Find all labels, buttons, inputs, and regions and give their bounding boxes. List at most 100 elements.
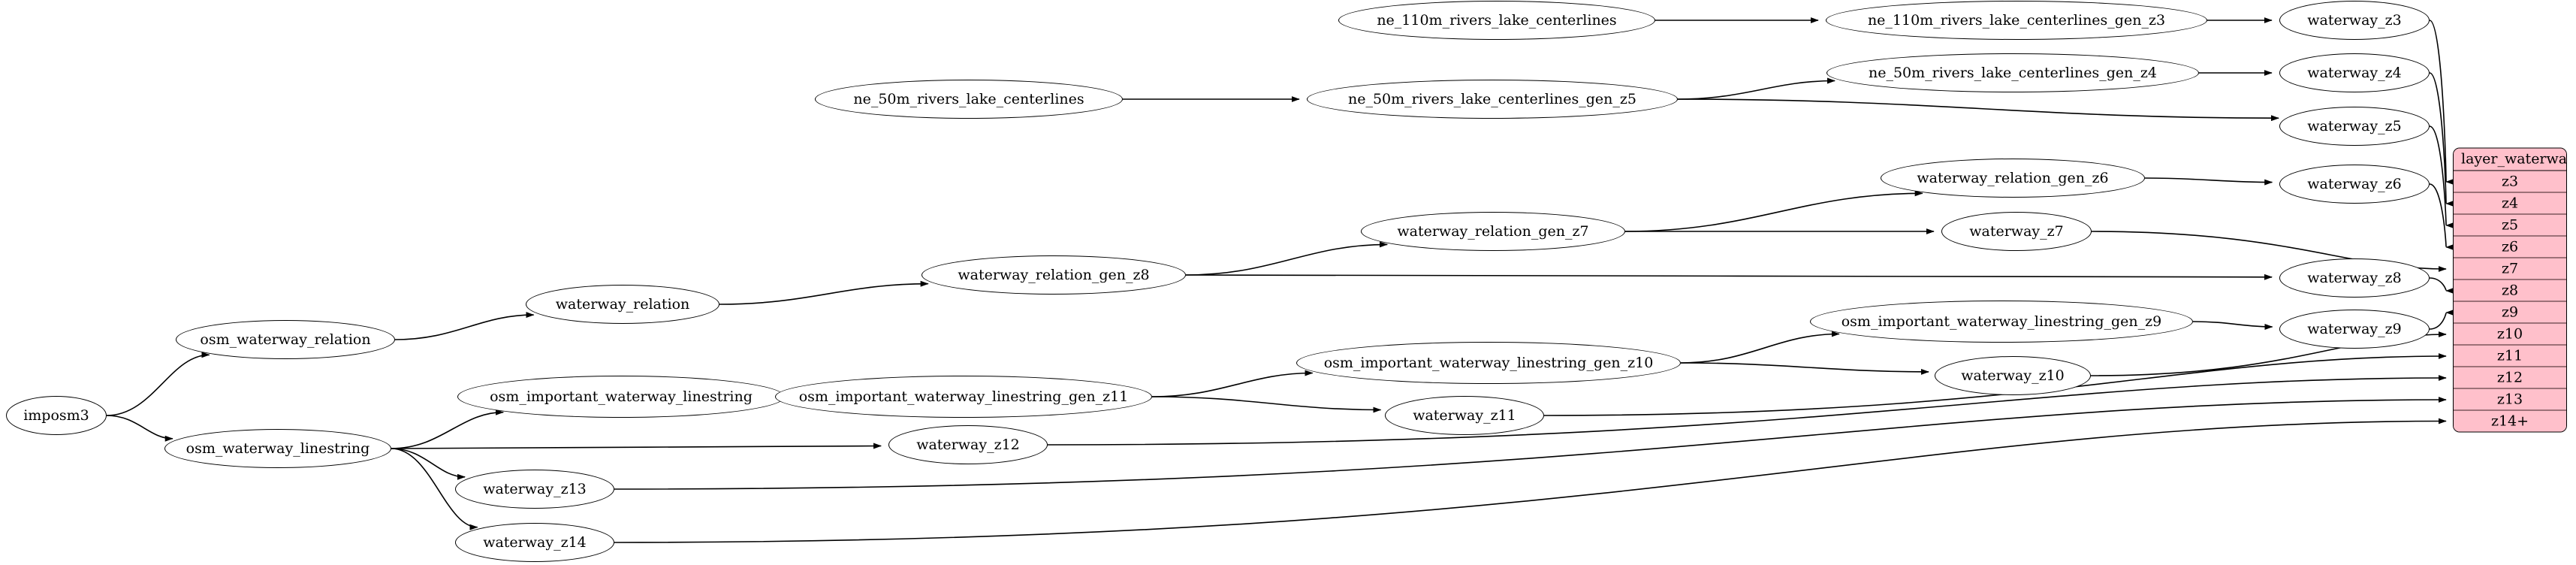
graph-node-osm_important_waterway_linestring[interactable]: osm_important_waterway_linestring [457, 376, 785, 418]
graph-node-ne_50m_rivers_lake_centerlines[interactable]: ne_50m_rivers_lake_centerlines [815, 80, 1123, 119]
node-label: waterway_z9 [2307, 320, 2402, 337]
edge-waterway_z9-to-layer_waterway-z9 [2429, 310, 2454, 330]
edge-waterway_relation_gen_z8-to-waterway_z8 [1185, 273, 2273, 280]
node-ellipse-icon [2279, 258, 2430, 298]
table-row-z8[interactable]: z8 [2454, 279, 2566, 302]
node-label: waterway_relation_gen_z8 [958, 266, 1150, 283]
node-label: ne_110m_rivers_lake_centerlines [1377, 11, 1617, 29]
graph-node-waterway_relation_gen_z6[interactable]: waterway_relation_gen_z6 [1881, 159, 2145, 198]
graph-node-ne_110m_rivers_lake_centerlines[interactable]: ne_110m_rivers_lake_centerlines [1338, 1, 1655, 40]
table-row-z11[interactable]: z11 [2454, 345, 2566, 367]
edge-osm_waterway_relation-to-waterway_relation [394, 312, 535, 340]
graph-node-waterway_z9[interactable]: waterway_z9 [2279, 310, 2430, 349]
graph-node-osm_important_waterway_linestring_gen_z10[interactable]: osm_important_waterway_linestring_gen_z1… [1296, 342, 1681, 384]
table-row-z12[interactable]: z12 [2454, 367, 2566, 389]
graph-node-waterway_z8[interactable]: waterway_z8 [2279, 258, 2430, 298]
node-label: waterway_z7 [1969, 222, 2064, 240]
node-ellipse-icon [455, 470, 614, 509]
edge-waterway_z6-to-layer_waterway-z6 [2429, 183, 2454, 249]
node-ellipse-icon [922, 255, 1186, 295]
graph-node-waterway_z7[interactable]: waterway_z7 [1941, 212, 2092, 251]
edge-waterway_relation-to-waterway_relation_gen_z8 [719, 280, 929, 305]
node-ellipse-icon [1826, 1, 2207, 40]
node-label: osm_important_waterway_linestring_gen_z1… [1323, 354, 1654, 371]
node-ellipse-icon [888, 425, 1048, 464]
table-row-z6[interactable]: z6 [2454, 236, 2566, 258]
node-label: waterway_relation_gen_z6 [1917, 169, 2109, 186]
graph-node-waterway_z6[interactable]: waterway_z6 [2279, 165, 2430, 204]
edge-waterway_z8-to-layer_waterway-z8 [2429, 277, 2454, 294]
node-label: waterway_z11 [1413, 406, 1516, 424]
graph-node-imposm3[interactable]: imposm3 [6, 396, 107, 435]
edge-imposm3-to-osm_waterway_relation [106, 352, 210, 416]
graph-node-ne_110m_rivers_lake_centerlines_gen_z3[interactable]: ne_110m_rivers_lake_centerlines_gen_z3 [1826, 1, 2207, 40]
node-label: waterway_z6 [2307, 175, 2402, 192]
edge-waterway_z5-to-layer_waterway-z5 [2429, 125, 2454, 226]
node-ellipse-icon [2279, 107, 2430, 146]
edge-imposm3-to-osm_waterway_linestring [106, 415, 173, 442]
node-label: waterway_z4 [2307, 64, 2402, 81]
node-label: ne_50m_rivers_lake_centerlines_gen_z5 [1347, 90, 1637, 107]
edge-osm_important_waterway_linestring_gen_z10-to-waterway_z10 [1680, 362, 1929, 375]
node-ellipse-icon [815, 80, 1123, 119]
node-ellipse-icon [526, 285, 719, 324]
edge-osm_waterway_linestring-to-osm_important_waterway_linestring [391, 409, 505, 449]
table-row-z3[interactable]: z3 [2454, 171, 2566, 193]
node-ellipse-icon [455, 523, 614, 562]
node-label: waterway_z12 [916, 436, 1020, 453]
graph-node-waterway_z5[interactable]: waterway_z5 [2279, 107, 2430, 146]
graph-node-waterway_relation[interactable]: waterway_relation [526, 285, 719, 324]
graph-node-waterway_z4[interactable]: waterway_z4 [2279, 53, 2430, 92]
graph-node-osm_waterway_relation[interactable]: osm_waterway_relation [176, 320, 395, 359]
edge-osm_waterway_linestring-to-waterway_z12 [391, 443, 882, 449]
edge-ne_50m_rivers_lake_centerlines_gen_z5-to-ne_50m_rivers_lake_centerlines_gen_z4 [1677, 77, 1835, 100]
node-ellipse-icon [1385, 396, 1544, 435]
graph-node-waterway_relation_gen_z7[interactable]: waterway_relation_gen_z7 [1361, 212, 1625, 251]
node-ellipse-icon [2279, 53, 2430, 92]
table-header: layer_waterway [2454, 148, 2566, 171]
node-ellipse-icon [1935, 356, 2091, 395]
graph-node-osm_waterway_linestring[interactable]: osm_waterway_linestring [164, 429, 391, 468]
node-label: waterway_z14 [483, 533, 587, 551]
table-row-z4[interactable]: z4 [2454, 192, 2566, 215]
table-row-z13[interactable]: z13 [2454, 388, 2566, 411]
edge-osm_important_waterway_linestring_gen_z10-to-osm_important_waterway_linestring_gen_z9 [1680, 331, 1840, 364]
graph-node-waterway_relation_gen_z8[interactable]: waterway_relation_gen_z8 [922, 255, 1186, 295]
edge-waterway_relation_gen_z8-to-waterway_relation_gen_z7 [1185, 241, 1389, 276]
node-ellipse-icon [1338, 1, 1655, 40]
node-label: waterway_z3 [2307, 11, 2402, 29]
node-label: waterway_z13 [483, 480, 587, 497]
table-row-z5[interactable]: z5 [2454, 214, 2566, 237]
edge-waterway_z12-to-layer_waterway-z12 [1047, 375, 2447, 446]
node-ellipse-icon [1296, 342, 1681, 384]
node-label: waterway_relation [555, 295, 690, 313]
graph-node-waterway_z12[interactable]: waterway_z12 [888, 425, 1048, 464]
graph-node-waterway_z11[interactable]: waterway_z11 [1385, 396, 1544, 435]
graph-node-osm_important_waterway_linestring_gen_z11[interactable]: osm_important_waterway_linestring_gen_z1… [775, 376, 1152, 418]
node-label: osm_important_waterway_linestring_gen_z9 [1841, 313, 2162, 330]
graph-node-ne_50m_rivers_lake_centerlines_gen_z5[interactable]: ne_50m_rivers_lake_centerlines_gen_z5 [1307, 80, 1678, 119]
graph-node-ne_50m_rivers_lake_centerlines_gen_z4[interactable]: ne_50m_rivers_lake_centerlines_gen_z4 [1826, 53, 2199, 92]
edge-osm_waterway_linestring-to-waterway_z14 [391, 448, 478, 530]
edge-waterway_relation_gen_z7-to-waterway_relation_gen_z6 [1624, 190, 1923, 232]
graph-node-waterway_z14[interactable]: waterway_z14 [455, 523, 614, 562]
table-row-z10[interactable]: z10 [2454, 323, 2566, 346]
node-ellipse-icon [6, 396, 107, 435]
graph-node-waterway_z10[interactable]: waterway_z10 [1935, 356, 2091, 395]
node-ellipse-icon [457, 376, 785, 418]
graph-node-osm_important_waterway_linestring_gen_z9[interactable]: osm_important_waterway_linestring_gen_z9 [1810, 301, 2193, 343]
graph-node-waterway_z3[interactable]: waterway_z3 [2279, 1, 2430, 40]
node-label: waterway_relation_gen_z7 [1397, 222, 1589, 240]
table-row-z14plus[interactable]: z14+ [2454, 410, 2566, 432]
table-row-z7[interactable]: z7 [2454, 258, 2566, 280]
table-row-z9[interactable]: z9 [2454, 301, 2566, 324]
node-ellipse-icon [176, 320, 395, 359]
node-label: waterway_z5 [2307, 117, 2402, 134]
edge-waterway_z4-to-layer_waterway-z4 [2429, 72, 2454, 204]
graph-node-waterway_z13[interactable]: waterway_z13 [455, 470, 614, 509]
edge-waterway_z13-to-layer_waterway-z13 [614, 397, 2447, 490]
edge-osm_important_waterway_linestring_gen_z9-to-waterway_z9 [2192, 321, 2273, 330]
node-ellipse-icon [775, 376, 1152, 418]
edge-waterway_z14-to-layer_waterway-z14- [614, 418, 2447, 543]
